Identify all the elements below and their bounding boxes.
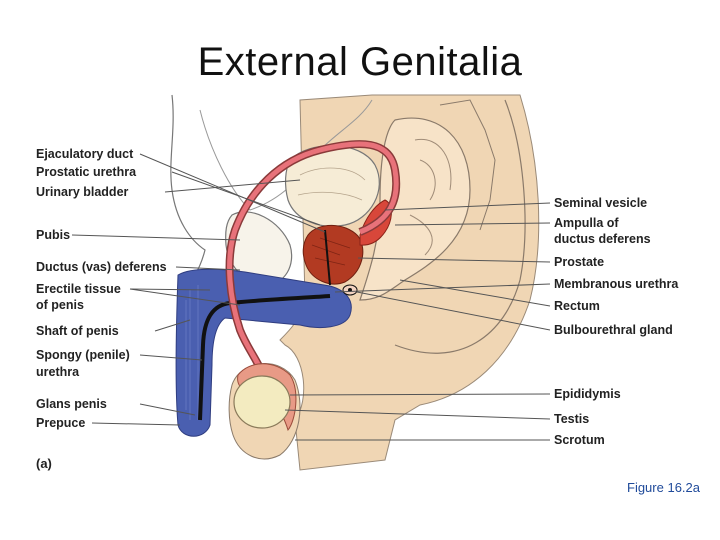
label-erectile-tissue-line1: Erectile tissue (36, 282, 121, 296)
label-seminal-vesicle: Seminal vesicle (554, 196, 647, 210)
label-prepuce: Prepuce (36, 416, 85, 430)
label-urinary-bladder: Urinary bladder (36, 185, 129, 199)
label-ductus-deferens: Ductus (vas) deferens (36, 260, 167, 274)
label-testis: Testis (554, 412, 589, 426)
label-bulbourethral-gland: Bulbourethral gland (554, 323, 673, 337)
label-spongy-urethra-line1: Spongy (penile) (36, 348, 130, 362)
label-ampulla-line1: Ampulla of (554, 216, 619, 230)
testis (234, 376, 290, 428)
label-prostatic-urethra: Prostatic urethra (36, 165, 137, 179)
label-glans-penis: Glans penis (36, 397, 107, 411)
prostate (303, 225, 363, 284)
label-epididymis: Epididymis (554, 387, 621, 401)
panel-label: (a) (36, 456, 52, 471)
label-erectile-tissue-line2: of penis (36, 298, 84, 312)
label-rectum: Rectum (554, 299, 600, 313)
label-ampulla-line2: ductus deferens (554, 232, 651, 246)
label-shaft-of-penis: Shaft of penis (36, 324, 119, 338)
label-scrotum: Scrotum (554, 433, 605, 447)
label-pubis: Pubis (36, 228, 70, 242)
label-membranous-urethra: Membranous urethra (554, 277, 679, 291)
label-spongy-urethra-line2: urethra (36, 365, 80, 379)
figure-caption: Figure 16.2a (627, 480, 700, 495)
label-prostate: Prostate (554, 255, 604, 269)
label-ejaculatory-duct: Ejaculatory duct (36, 147, 134, 161)
